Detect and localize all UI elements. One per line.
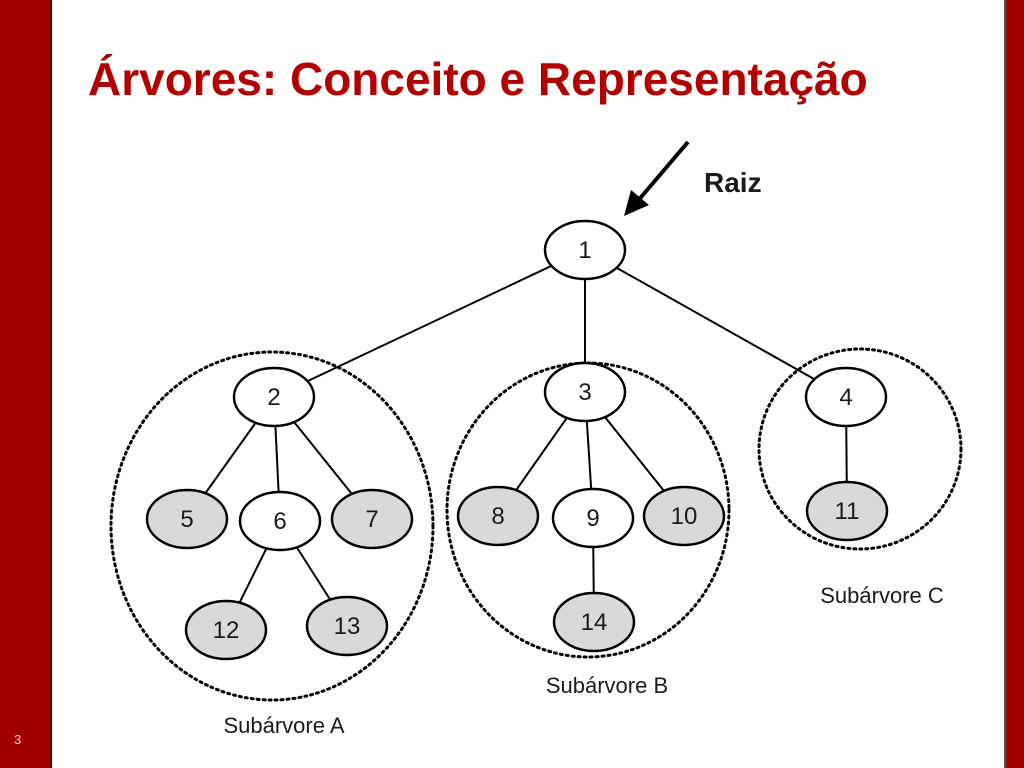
subtree-caption-c: Subárvore C (820, 583, 944, 608)
tree-node-3: 3 (543, 361, 627, 423)
tree-node-14: 14 (552, 591, 636, 653)
slide-title: Árvores: Conceito e Representação (88, 53, 868, 105)
subtree-caption-a: Subárvore A (223, 713, 344, 738)
tree-node-8: 8 (456, 485, 540, 547)
tree-node-shape (543, 219, 627, 281)
tree-node-2: 2 (232, 366, 316, 428)
tree-node-shape (551, 487, 635, 549)
tree-node-11: 11 (805, 480, 889, 542)
tree-node-label: 5 (180, 506, 193, 533)
tree-node-shape (552, 591, 636, 653)
root-label: Raiz (704, 167, 762, 198)
tree-node-label: 4 (839, 384, 852, 411)
tree-node-label: 3 (578, 379, 591, 406)
tree-node-12: 12 (184, 599, 268, 661)
tree-node-shape (238, 490, 322, 552)
tree-node-shape (543, 361, 627, 423)
tree-node-label: 10 (671, 503, 698, 530)
tree-edge-1-4 (584, 249, 847, 398)
tree-node-4: 4 (804, 366, 888, 428)
tree-node-label: 9 (586, 505, 599, 532)
root-pointer: Raiz (624, 140, 762, 216)
tree-node-shape (642, 485, 726, 547)
tree-node-label: 2 (267, 384, 280, 411)
root-arrow-shaft (634, 140, 690, 205)
tree-node-label: 13 (334, 613, 361, 640)
tree-node-label: 1 (578, 237, 591, 264)
tree-node-6: 6 (238, 490, 322, 552)
tree-node-label: 11 (835, 498, 860, 525)
tree-node-9: 9 (551, 487, 635, 549)
tree-node-10: 10 (642, 485, 726, 547)
tree-node-shape (804, 366, 888, 428)
tree-edge-1-2 (273, 249, 586, 398)
left-accent-bar (0, 0, 52, 768)
tree-node-shape (232, 366, 316, 428)
tree-node-7: 7 (330, 488, 414, 550)
tree-node-label: 7 (365, 506, 378, 533)
tree-node-1: 1 (543, 219, 627, 281)
tree-node-shape (330, 488, 414, 550)
tree-node-label: 14 (581, 609, 608, 636)
right-accent-bar (1004, 0, 1024, 768)
tree-node-label: 8 (491, 503, 504, 530)
tree-node-shape (456, 485, 540, 547)
caption-layer: Subárvore A Subárvore B Subárvore C (223, 583, 943, 738)
subtree-caption-b: Subárvore B (546, 673, 668, 698)
tree-node-5: 5 (145, 488, 229, 550)
subtree-boundary-c (757, 347, 963, 551)
page-number: 3 (14, 732, 22, 747)
edge-layer (186, 249, 848, 631)
tree-node-13: 13 (305, 595, 389, 657)
subtree-boundary-a (109, 350, 435, 702)
root-arrow-head (624, 190, 649, 216)
tree-node-shape (805, 480, 889, 542)
tree-node-shape (305, 595, 389, 657)
tree-node-shape (184, 599, 268, 661)
tree-node-label: 12 (213, 617, 240, 644)
tree-node-shape (145, 488, 229, 550)
tree-node-label: 6 (273, 508, 286, 535)
